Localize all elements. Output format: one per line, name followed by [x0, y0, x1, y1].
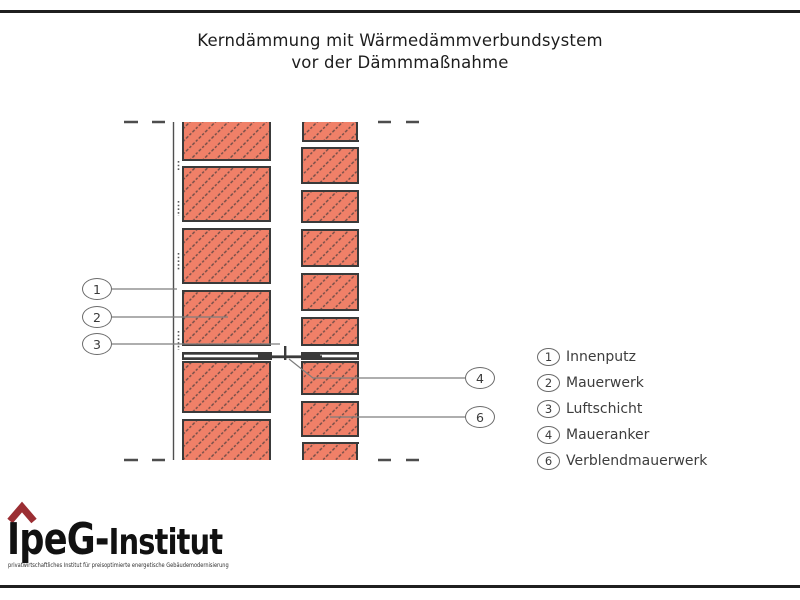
- logo-tagline: privatwirtschaftliches Institut für prei…: [8, 562, 229, 569]
- logo-wordmark-suffix: Institut: [108, 522, 223, 563]
- legend-item-innenputz: 1 Innenputz: [537, 344, 707, 370]
- top-rule: [0, 10, 800, 13]
- logo-roof-icon: [7, 501, 37, 524]
- callout-3: 3: [82, 333, 112, 355]
- legend-bubble-4: 4: [537, 426, 560, 444]
- bottom-rule: [0, 585, 800, 588]
- callout-1: 1: [82, 278, 112, 300]
- slide-title: Kerndämmung mit Wärmedämmverbundsystem v…: [0, 30, 800, 74]
- break-lines: [124, 120, 419, 462]
- legend-label-2: Mauerwerk: [566, 375, 644, 391]
- legend-bubble-1: 1: [537, 348, 560, 366]
- callout-3-number: 3: [93, 336, 101, 352]
- callout-6: 6: [465, 406, 495, 428]
- legend-bubble-2: 2: [537, 374, 560, 392]
- callout-6-number: 6: [476, 409, 484, 425]
- legend-label-1: Innenputz: [566, 349, 636, 365]
- legend-label-3: Luftschicht: [566, 401, 643, 417]
- callout-1-number: 1: [93, 281, 101, 297]
- inner-wall-mauerwerk: [182, 122, 271, 460]
- callout-4: 4: [465, 367, 495, 389]
- callout-2: 2: [82, 306, 112, 328]
- outer-wall-verblendmauerwerk: [301, 122, 359, 460]
- legend-item-luftschicht: 3 Luftschicht: [537, 396, 707, 422]
- legend-item-maueranker: 4 Maueranker: [537, 422, 707, 448]
- slide-title-line2: vor der Dämmmaßnahme: [291, 53, 509, 72]
- legend-label-4: Maueranker: [566, 427, 650, 443]
- logo-wordmark-main: IpeG-: [7, 514, 109, 565]
- legend-bubble-3: 3: [537, 400, 560, 418]
- slide-title-line1: Kerndämmung mit Wärmedämmverbundsystem: [197, 31, 603, 50]
- legend-item-mauerwerk: 2 Mauerwerk: [537, 370, 707, 396]
- legend-bubble-6: 6: [537, 452, 560, 470]
- legend-label-6: Verblendmauerwerk: [566, 453, 708, 469]
- legend-item-verblendmauerwerk: 6 Verblendmauerwerk: [537, 448, 707, 474]
- logo-wordmark: IpeG-Institut: [7, 514, 223, 565]
- wall-anchor: [182, 346, 359, 360]
- callout-2-number: 2: [93, 309, 101, 325]
- legend: 1 Innenputz 2 Mauerwerk 3 Luftschicht 4 …: [537, 344, 707, 474]
- callout-4-number: 4: [476, 370, 484, 386]
- leader-lines: [112, 288, 465, 418]
